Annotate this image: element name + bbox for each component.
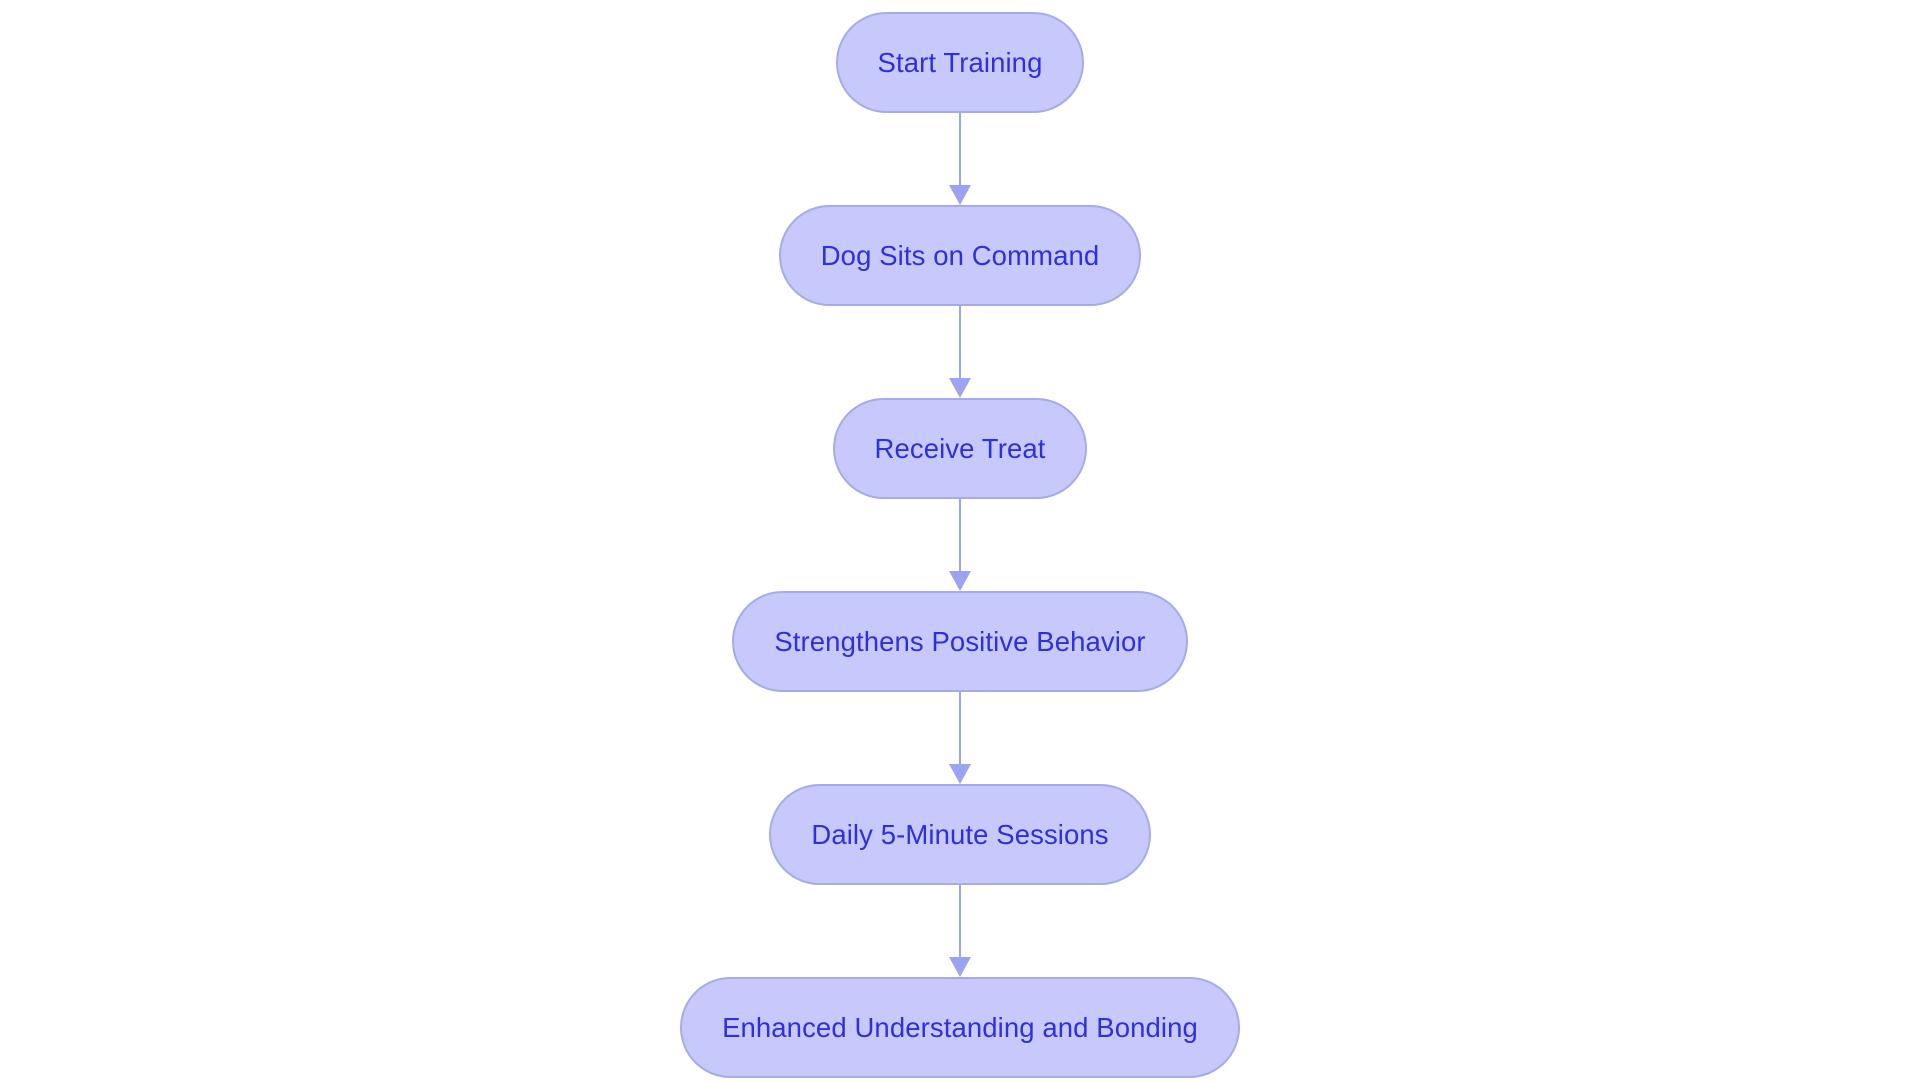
- flow-connector-3: [948, 499, 972, 591]
- arrow-down-icon: [949, 185, 971, 205]
- flow-connector-2: [948, 306, 972, 398]
- connector-line: [959, 692, 961, 767]
- flow-node-start-training[interactable]: Start Training: [835, 12, 1085, 113]
- arrow-down-icon: [949, 764, 971, 784]
- arrow-down-icon: [949, 957, 971, 977]
- connector-line: [959, 113, 961, 188]
- flow-node-daily-5-minute-sessions[interactable]: Daily 5-Minute Sessions: [769, 784, 1151, 885]
- arrow-down-icon: [949, 571, 971, 591]
- flow-connector-1: [948, 113, 972, 205]
- arrow-down-icon: [949, 378, 971, 398]
- connector-line: [959, 885, 961, 960]
- flow-node-label: Dog Sits on Command: [820, 239, 1100, 271]
- flowchart-node-column: Start Training Dog Sits on Command Recei…: [0, 12, 1920, 1078]
- flow-node-label: Strengthens Positive Behavior: [774, 625, 1146, 657]
- flow-connector-4: [948, 692, 972, 784]
- flow-node-label: Start Training: [877, 46, 1043, 78]
- flow-node-strengthens-positive-behavior[interactable]: Strengthens Positive Behavior: [732, 591, 1188, 692]
- flow-node-dog-sits-on-command[interactable]: Dog Sits on Command: [778, 205, 1142, 306]
- connector-line: [959, 499, 961, 574]
- flow-connector-5: [948, 885, 972, 977]
- flow-node-label: Enhanced Understanding and Bonding: [722, 1011, 1198, 1043]
- flow-node-label: Receive Treat: [874, 432, 1046, 464]
- connector-line: [959, 306, 961, 381]
- flow-node-receive-treat[interactable]: Receive Treat: [832, 398, 1088, 499]
- flow-node-enhanced-understanding-and-bonding[interactable]: Enhanced Understanding and Bonding: [680, 977, 1240, 1078]
- flow-node-label: Daily 5-Minute Sessions: [811, 818, 1109, 850]
